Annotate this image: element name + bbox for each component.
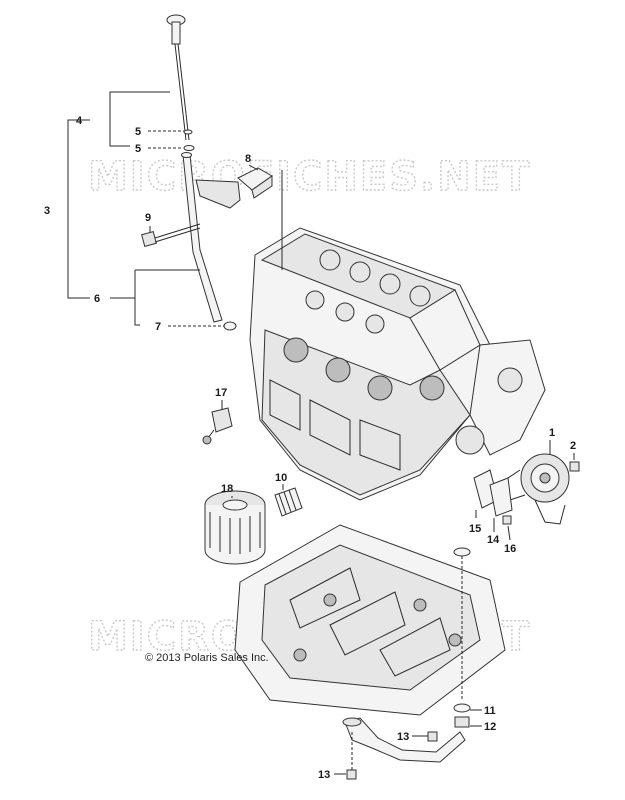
callout-1: 1 xyxy=(549,427,555,439)
callout-2: 2 xyxy=(570,440,576,452)
callout-17: 17 xyxy=(215,387,227,399)
dipstick xyxy=(166,14,190,141)
sleeve-8 xyxy=(237,167,273,199)
callout-8: 8 xyxy=(245,153,251,165)
plug-16 xyxy=(502,515,512,525)
spring-10 xyxy=(274,487,303,517)
bolt-13-lower xyxy=(346,769,357,780)
callout-5b: 5 xyxy=(135,143,141,155)
callout-5a: 5 xyxy=(135,126,141,138)
watermark-top: MICROFICHES.NET xyxy=(88,154,531,200)
o-ring-7 xyxy=(223,321,237,331)
callout-16: 16 xyxy=(504,543,516,555)
callout-10: 10 xyxy=(275,472,287,484)
o-ring-pan xyxy=(453,547,471,557)
dipstick-tube xyxy=(181,152,241,323)
bolt-13-upper xyxy=(427,731,438,742)
gasket-14 xyxy=(489,477,513,517)
pickup-tube xyxy=(342,717,466,763)
callout-9: 9 xyxy=(145,212,151,224)
engine-block xyxy=(249,227,546,501)
washer-11 xyxy=(453,703,471,713)
sensor-17 xyxy=(202,407,233,445)
callout-13b: 13 xyxy=(318,769,330,781)
callout-15: 15 xyxy=(469,523,481,535)
oil-pan xyxy=(234,524,506,716)
bolt-2 xyxy=(569,461,580,472)
callout-6: 6 xyxy=(94,293,100,305)
bolt-9 xyxy=(141,223,201,247)
callout-3: 3 xyxy=(44,205,50,217)
callout-4: 4 xyxy=(76,115,83,127)
callout-7: 7 xyxy=(155,321,161,333)
leader-lines xyxy=(67,91,575,775)
copyright-text: © 2013 Polaris Sales Inc. xyxy=(145,652,269,664)
callout-11: 11 xyxy=(484,705,496,717)
callout-12: 12 xyxy=(484,721,496,733)
callout-18: 18 xyxy=(221,483,233,495)
o-ring-small xyxy=(183,129,195,151)
oil-filter-18 xyxy=(204,490,266,565)
drain-plug-12 xyxy=(454,716,470,728)
callout-13a: 13 xyxy=(397,731,409,743)
oil-pump-1 xyxy=(504,453,570,525)
callout-14: 14 xyxy=(487,534,500,546)
